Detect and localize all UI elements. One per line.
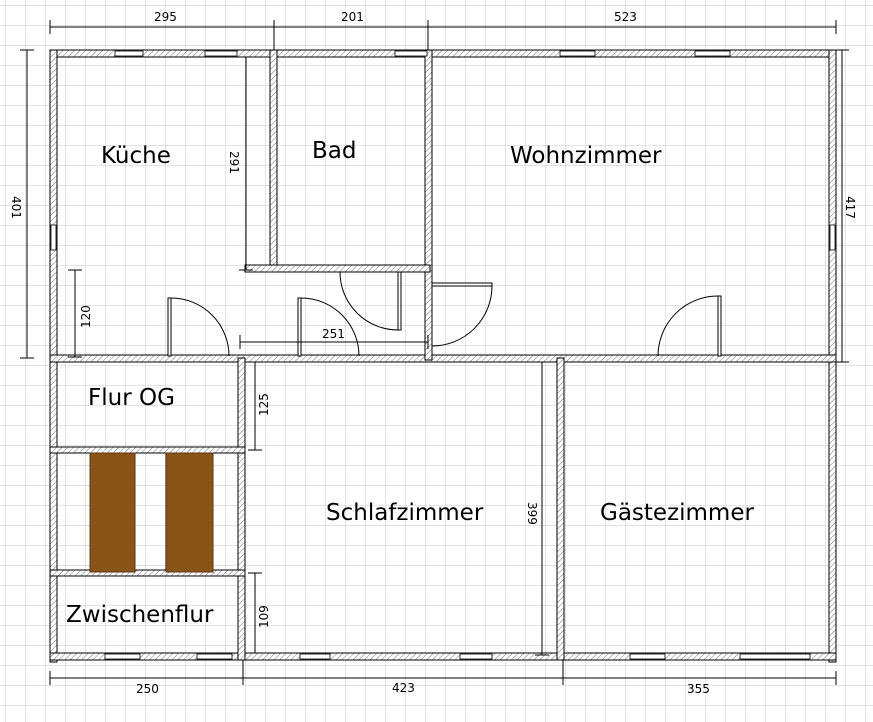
wall-bottom xyxy=(49,652,837,661)
window xyxy=(196,653,233,660)
dim-label-bottom-left: 250 xyxy=(136,682,159,696)
door-arc xyxy=(431,285,493,347)
window xyxy=(204,50,238,57)
dim-label-schlaf-height: 399 xyxy=(525,502,539,525)
room-label-schlafzimmer: Schlafzimmer xyxy=(326,500,484,526)
walls xyxy=(49,49,837,663)
window xyxy=(559,50,596,57)
window xyxy=(299,653,331,660)
dim-label-kueche-corridor: 120 xyxy=(79,305,93,328)
dim-label-right-outer: 417 xyxy=(843,196,857,219)
stairs xyxy=(89,452,214,573)
wall-flur-bottom xyxy=(49,446,246,454)
window xyxy=(459,653,493,660)
dim-label-top-bad: 201 xyxy=(341,10,364,24)
dim-label-flur-height: 125 xyxy=(257,393,271,416)
wall-flur-right xyxy=(237,357,246,661)
room-label-gaestezimmer: Gästezimmer xyxy=(600,500,754,526)
wall-left-upper xyxy=(49,49,58,361)
dim-label-left-outer: 401 xyxy=(9,196,23,219)
dim-label-top-kueche: 295 xyxy=(154,10,177,24)
window xyxy=(394,50,428,57)
window xyxy=(629,653,666,660)
wall-kueche-bad xyxy=(269,49,278,271)
room-labels: Küche Bad Wohnzimmer Flur OG Schlafzimme… xyxy=(66,138,754,628)
stair-block-left xyxy=(89,452,136,573)
wall-schlaf-gaeste xyxy=(556,357,565,661)
wall-bad-wohn xyxy=(424,49,433,361)
dimension-labels: 295 201 523 401 417 291 120 251 125 399 … xyxy=(9,10,857,696)
dim-label-top-wohnzimmer: 523 xyxy=(614,10,637,24)
doors xyxy=(167,271,722,357)
wall-bad-bottom xyxy=(244,264,431,273)
door-bad xyxy=(297,297,302,357)
window xyxy=(114,50,144,57)
dim-label-bottom-middle: 423 xyxy=(392,681,415,695)
door-bad-inner xyxy=(397,271,402,331)
windows xyxy=(50,50,836,660)
window xyxy=(829,224,836,251)
window xyxy=(739,653,811,660)
stair-block-right xyxy=(165,452,214,573)
door-kueche xyxy=(167,297,172,357)
door-arc xyxy=(657,295,719,357)
room-label-wohnzimmer: Wohnzimmer xyxy=(510,143,662,169)
dim-label-zwischen-height: 109 xyxy=(257,605,271,628)
room-label-bad: Bad xyxy=(312,138,356,164)
dimension-lines xyxy=(20,20,849,685)
room-label-kueche: Küche xyxy=(101,143,171,169)
window xyxy=(104,653,141,660)
door-wohnzimmer xyxy=(717,295,722,357)
room-label-flur-og: Flur OG xyxy=(88,385,175,411)
door-arc xyxy=(300,297,360,357)
door-arc xyxy=(339,271,399,331)
window xyxy=(50,224,57,251)
dim-label-kueche-inner: 291 xyxy=(227,151,241,174)
door-wohn-corridor xyxy=(431,282,493,287)
dim-label-bottom-right: 355 xyxy=(687,682,710,696)
door-arc xyxy=(170,297,230,357)
room-label-zwischenflur: Zwischenflur xyxy=(66,602,214,628)
dim-label-corridor-width: 251 xyxy=(322,327,345,341)
wall-middle xyxy=(49,354,837,363)
wall-zwischen-top xyxy=(49,569,246,577)
window xyxy=(694,50,731,57)
wall-left-lower xyxy=(49,357,58,663)
